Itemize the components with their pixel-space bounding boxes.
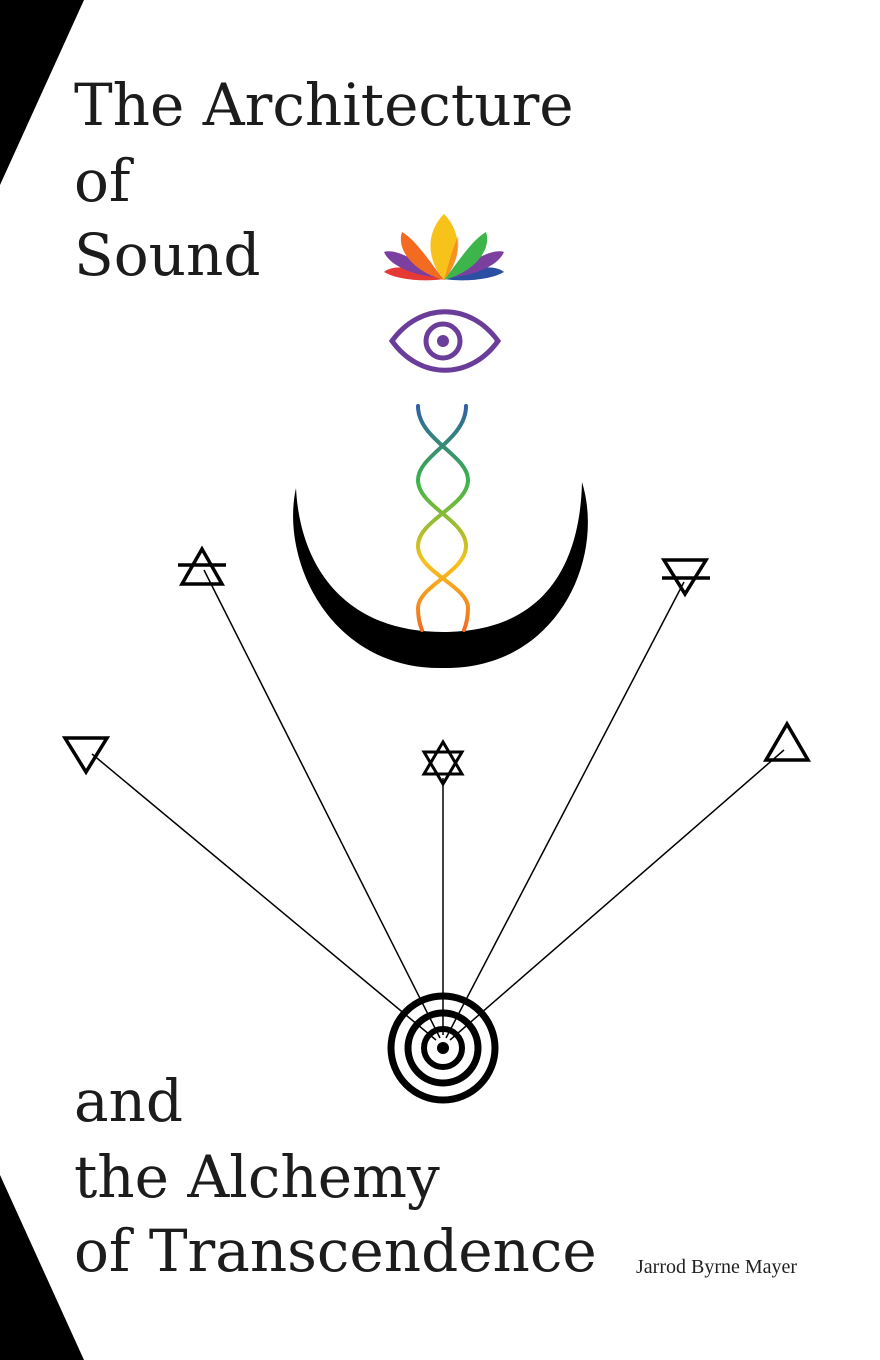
ray-earth — [445, 581, 685, 1039]
subtitle-line-3: of Transcendence — [74, 1217, 597, 1285]
ray-fire — [449, 749, 785, 1041]
bottom-left-wedge — [0, 1175, 84, 1360]
author-name: Jarrod Byrne Mayer — [636, 1256, 798, 1278]
fire-symbol-icon — [762, 720, 812, 762]
lotus-icon — [384, 214, 504, 281]
title-line-2: of — [74, 147, 131, 215]
rays — [91, 569, 785, 1041]
ray-water — [91, 753, 437, 1041]
air-symbol-icon — [178, 545, 226, 586]
title-line-1: The Architecture — [74, 71, 574, 139]
crescent-moon-icon — [293, 482, 588, 669]
title-line-3: Sound — [74, 221, 261, 289]
top-left-wedge — [0, 0, 84, 185]
subtitle-line-1: and — [74, 1067, 184, 1135]
dna-helix-icon — [415, 404, 471, 632]
concentric-circles-icon — [387, 992, 499, 1104]
hexagram-icon — [421, 739, 465, 787]
water-symbol-icon — [61, 736, 111, 776]
earth-symbol-icon — [660, 558, 710, 598]
ray-air — [203, 569, 441, 1039]
eye-icon — [388, 309, 502, 373]
subtitle-line-2: the Alchemy — [74, 1143, 440, 1211]
